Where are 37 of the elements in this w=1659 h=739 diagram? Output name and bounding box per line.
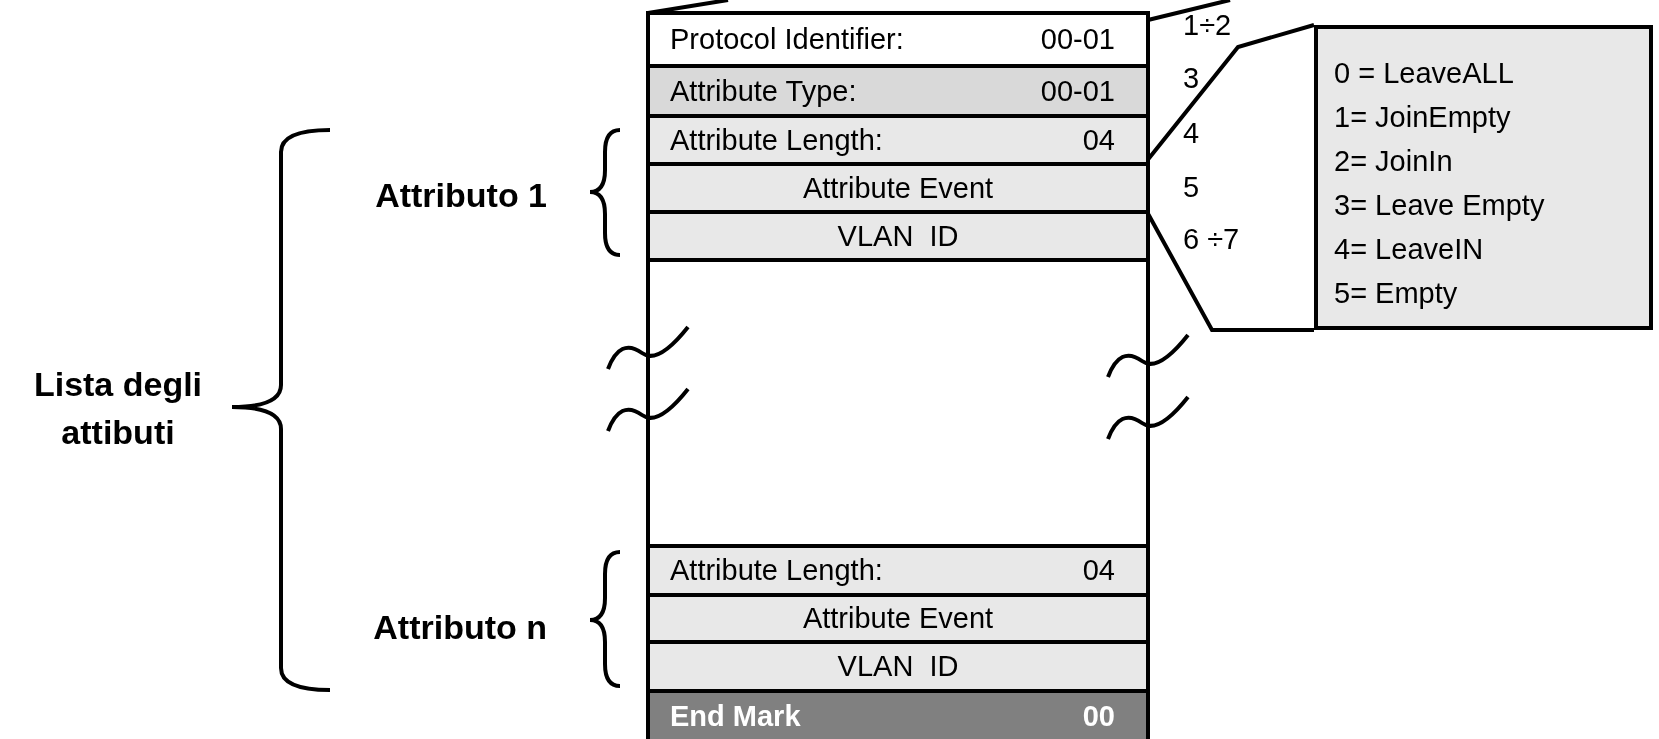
event-code: 1= JoinEmpty xyxy=(1334,100,1511,135)
byte-offset: 4 xyxy=(1183,117,1200,149)
group-label: Attributo 1 xyxy=(375,176,547,214)
field-row xyxy=(650,544,1146,593)
field-row xyxy=(650,162,1146,210)
field-name: Attribute Type: xyxy=(670,76,857,106)
group-label: Lista degli attibuti xyxy=(33,365,203,451)
field-value: 04 xyxy=(1082,556,1115,585)
field-name: Attribute Event xyxy=(802,604,994,633)
field-name: Protocol Identifier: xyxy=(670,25,904,54)
event-code: 3= Leave Empty xyxy=(1334,188,1545,223)
byte-offset: 5 xyxy=(1183,171,1200,203)
field-row xyxy=(650,593,1146,640)
field-row xyxy=(650,210,1146,262)
event-code-box xyxy=(1314,25,1653,330)
event-code: 4= LeaveIN xyxy=(1334,232,1484,267)
byte-offset: 1÷2 xyxy=(1183,9,1232,41)
field-name: VLAN ID xyxy=(837,221,959,251)
event-code: 0 = LeaveALL xyxy=(1334,56,1514,91)
field-row xyxy=(650,64,1146,114)
field-name: Attribute Length: xyxy=(670,556,883,585)
field-row xyxy=(650,114,1146,162)
field-name: Attribute Length: xyxy=(670,125,883,155)
field-row xyxy=(650,640,1146,689)
event-code: 2= JoinIn xyxy=(1334,144,1453,179)
group-label: Attributo n xyxy=(373,608,547,646)
field-name: Attribute Event xyxy=(802,173,994,203)
field-value: 00-01 xyxy=(1040,25,1115,54)
field-row xyxy=(650,689,1146,739)
field-value: 00-01 xyxy=(1040,76,1115,106)
field-name: End Mark xyxy=(670,701,801,731)
field-value: 04 xyxy=(1082,125,1115,155)
field-name: VLAN ID xyxy=(837,652,959,681)
byte-offset: 3 xyxy=(1183,62,1200,94)
byte-offset: 6 ÷7 xyxy=(1183,223,1240,255)
field-value: 00 xyxy=(1082,701,1115,731)
event-code: 5= Empty xyxy=(1334,276,1458,311)
